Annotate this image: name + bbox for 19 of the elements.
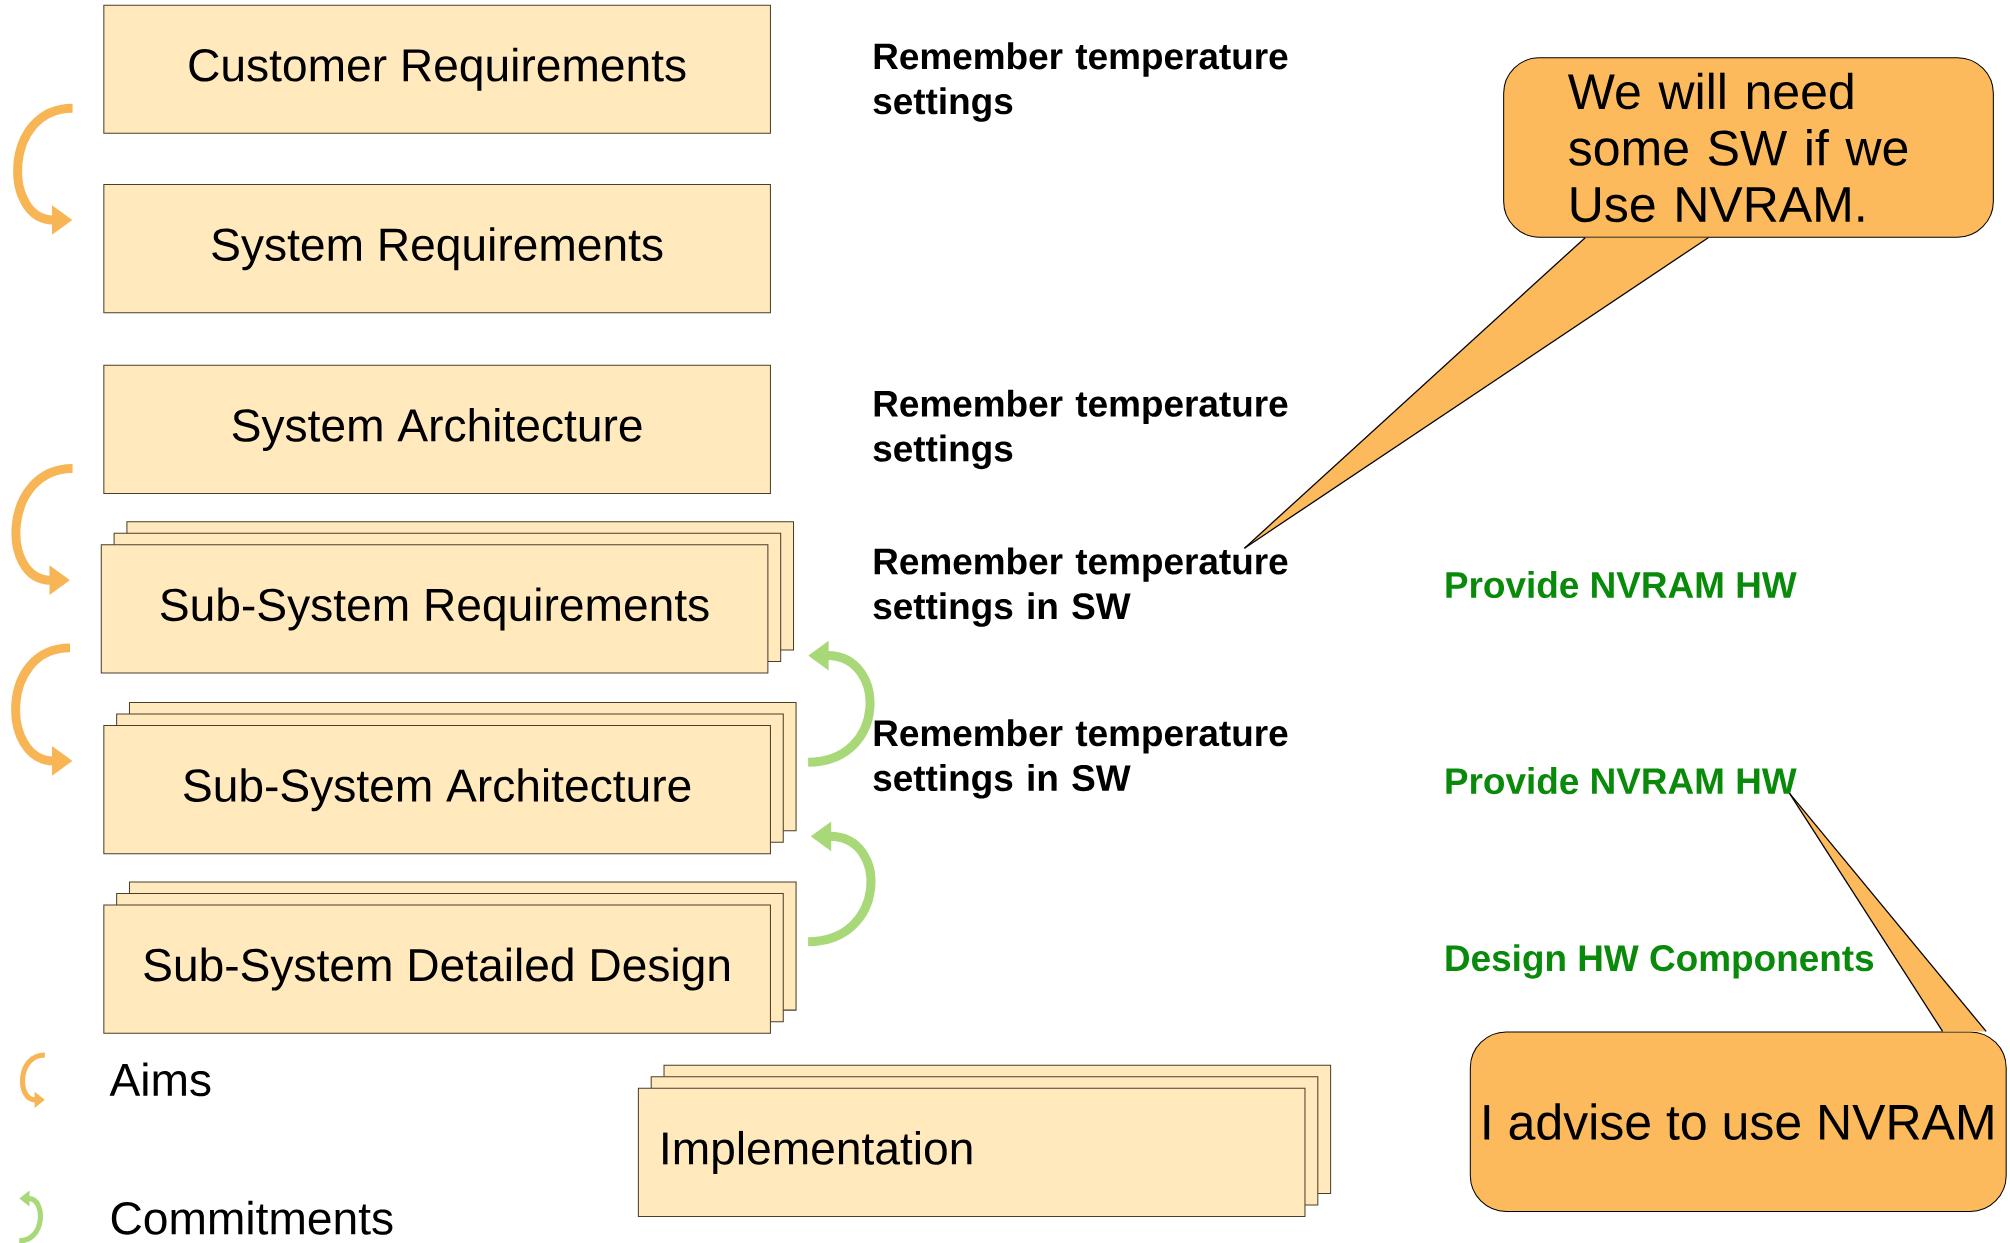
stacked-box: Implementation xyxy=(637,1064,1332,1217)
commitment-text: Provide NVRAM HW xyxy=(1446,570,1797,598)
note-text: Remember temperature settings xyxy=(873,389,1288,469)
note-text: Remember temperature settings xyxy=(873,42,1288,122)
stage-box: Customer Requirements xyxy=(103,4,771,134)
speech-bubble: We will need some SW if we Use NVRAM. xyxy=(1503,56,1994,238)
note-text: Remember temperature settings in SW xyxy=(873,547,1288,627)
legend-text: Aims xyxy=(109,1062,211,1097)
leader-line xyxy=(1243,236,1586,549)
stage-box: System Requirements xyxy=(103,183,771,314)
commitment-text: Provide NVRAM HW xyxy=(1446,766,1797,795)
stacked-box: Sub-System Detailed Design xyxy=(103,881,797,1034)
stage-box: System Architecture xyxy=(103,364,771,494)
legend-text: Commitments xyxy=(111,1200,393,1235)
leader-line xyxy=(1788,792,1944,1032)
commitment-text: Design HW Components xyxy=(1446,943,1874,979)
note-text: Remember temperature settings in SW xyxy=(873,718,1288,799)
stacked-box: Sub-System Architecture xyxy=(103,701,797,855)
stacked-box: Sub-System Requirements xyxy=(100,521,794,674)
